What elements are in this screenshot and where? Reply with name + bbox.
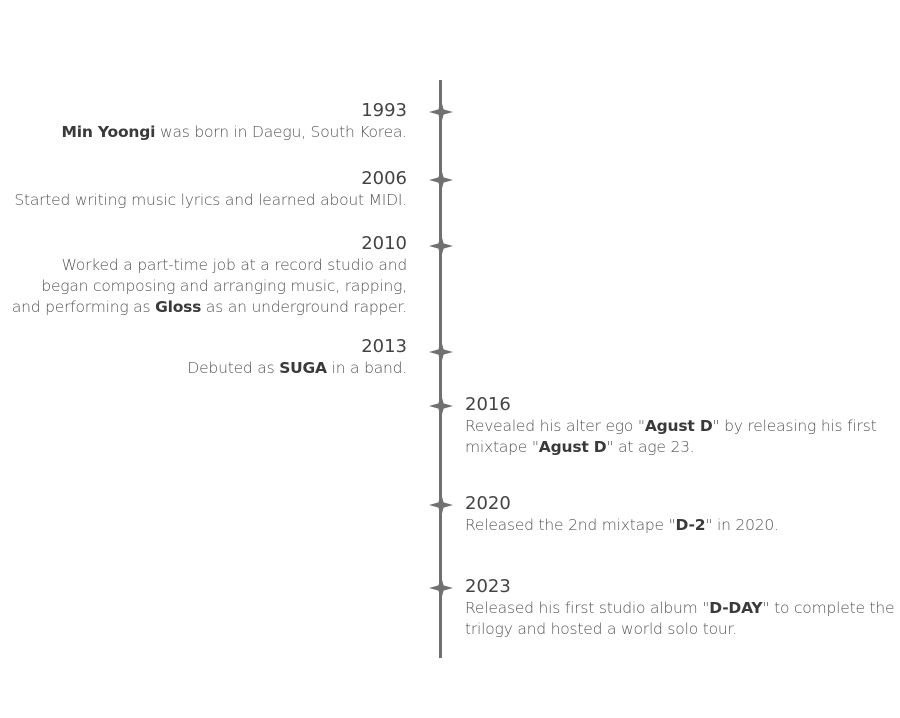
highlighted-name: D-2	[675, 516, 706, 534]
highlighted-name: D-DAY	[709, 599, 763, 617]
event-year: 2023	[465, 576, 511, 597]
event-year: 1993	[361, 100, 407, 121]
event-description: Min Yoongi was born in Daegu, South Kore…	[61, 122, 408, 143]
description-text: Released his first studio album "	[465, 599, 710, 617]
description-line: mixtape "Agust D" at age 23.	[465, 437, 885, 458]
timeline-marker-icon	[428, 167, 454, 193]
description-text: Released the 2nd mixtape "	[465, 516, 676, 534]
event-description: Debuted as SUGA in a band.	[187, 358, 407, 379]
description-text: was born in Daegu, South Korea.	[155, 123, 407, 141]
highlighted-name: Agust D	[538, 438, 607, 456]
description-text: began composing and arranging music, rap…	[41, 277, 407, 295]
event-year: 2010	[361, 233, 407, 254]
description-text: " to complete the	[762, 599, 895, 617]
timeline-marker-icon	[428, 339, 454, 365]
event-description: Started writing music lyrics and learned…	[14, 190, 407, 211]
event-description: Released his first studio album "D-DAY" …	[465, 598, 895, 640]
description-line: trilogy and hosted a world solo tour.	[465, 619, 885, 640]
event-year: 2013	[361, 336, 407, 357]
description-text: Revealed his alter ego "	[465, 417, 645, 435]
description-line: Worked a part-time job at a record studi…	[12, 255, 408, 276]
description-line: Min Yoongi was born in Daegu, South Kore…	[61, 122, 408, 143]
description-line: Released his first studio album "D-DAY" …	[465, 598, 895, 619]
description-text: Debuted as	[187, 359, 280, 377]
highlighted-name: SUGA	[279, 359, 327, 377]
event-year: 2020	[465, 493, 511, 514]
description-line: Debuted as SUGA in a band.	[187, 358, 407, 379]
timeline-marker-icon	[428, 575, 454, 601]
highlighted-name: Gloss	[155, 298, 202, 316]
description-text: as an underground rapper.	[201, 298, 407, 316]
description-text: mixtape "	[465, 438, 539, 456]
description-text: " by releasing his first	[712, 417, 877, 435]
event-year: 2006	[361, 168, 407, 189]
description-line: Started writing music lyrics and learned…	[14, 190, 407, 211]
event-description: Revealed his alter ego "Agust D" by rele…	[465, 416, 885, 458]
description-text: Started writing music lyrics and learned…	[14, 191, 407, 209]
timeline-marker-icon	[428, 393, 454, 419]
description-line: Released the 2nd mixtape "D-2" in 2020.	[465, 515, 885, 536]
timeline-marker-icon	[428, 492, 454, 518]
timeline-marker-icon	[428, 99, 454, 125]
event-description: Released the 2nd mixtape "D-2" in 2020.	[465, 515, 885, 536]
highlighted-name: Agust D	[644, 417, 713, 435]
description-text: " in 2020.	[705, 516, 779, 534]
description-line: began composing and arranging music, rap…	[12, 276, 407, 297]
description-text: and performing as	[11, 298, 156, 316]
event-description: Worked a part-time job at a record studi…	[12, 255, 407, 318]
event-year: 2016	[465, 394, 511, 415]
description-line: and performing as Gloss as an undergroun…	[12, 297, 407, 318]
highlighted-name: Min Yoongi	[61, 123, 156, 141]
description-text: trilogy and hosted a world solo tour.	[465, 620, 737, 638]
description-line: Revealed his alter ego "Agust D" by rele…	[465, 416, 885, 437]
description-text: Worked a part-time job at a record studi…	[61, 256, 408, 274]
timeline-marker-icon	[428, 233, 454, 259]
description-text: " at age 23.	[606, 438, 695, 456]
description-text: in a band.	[326, 359, 408, 377]
timeline-axis	[439, 80, 442, 658]
